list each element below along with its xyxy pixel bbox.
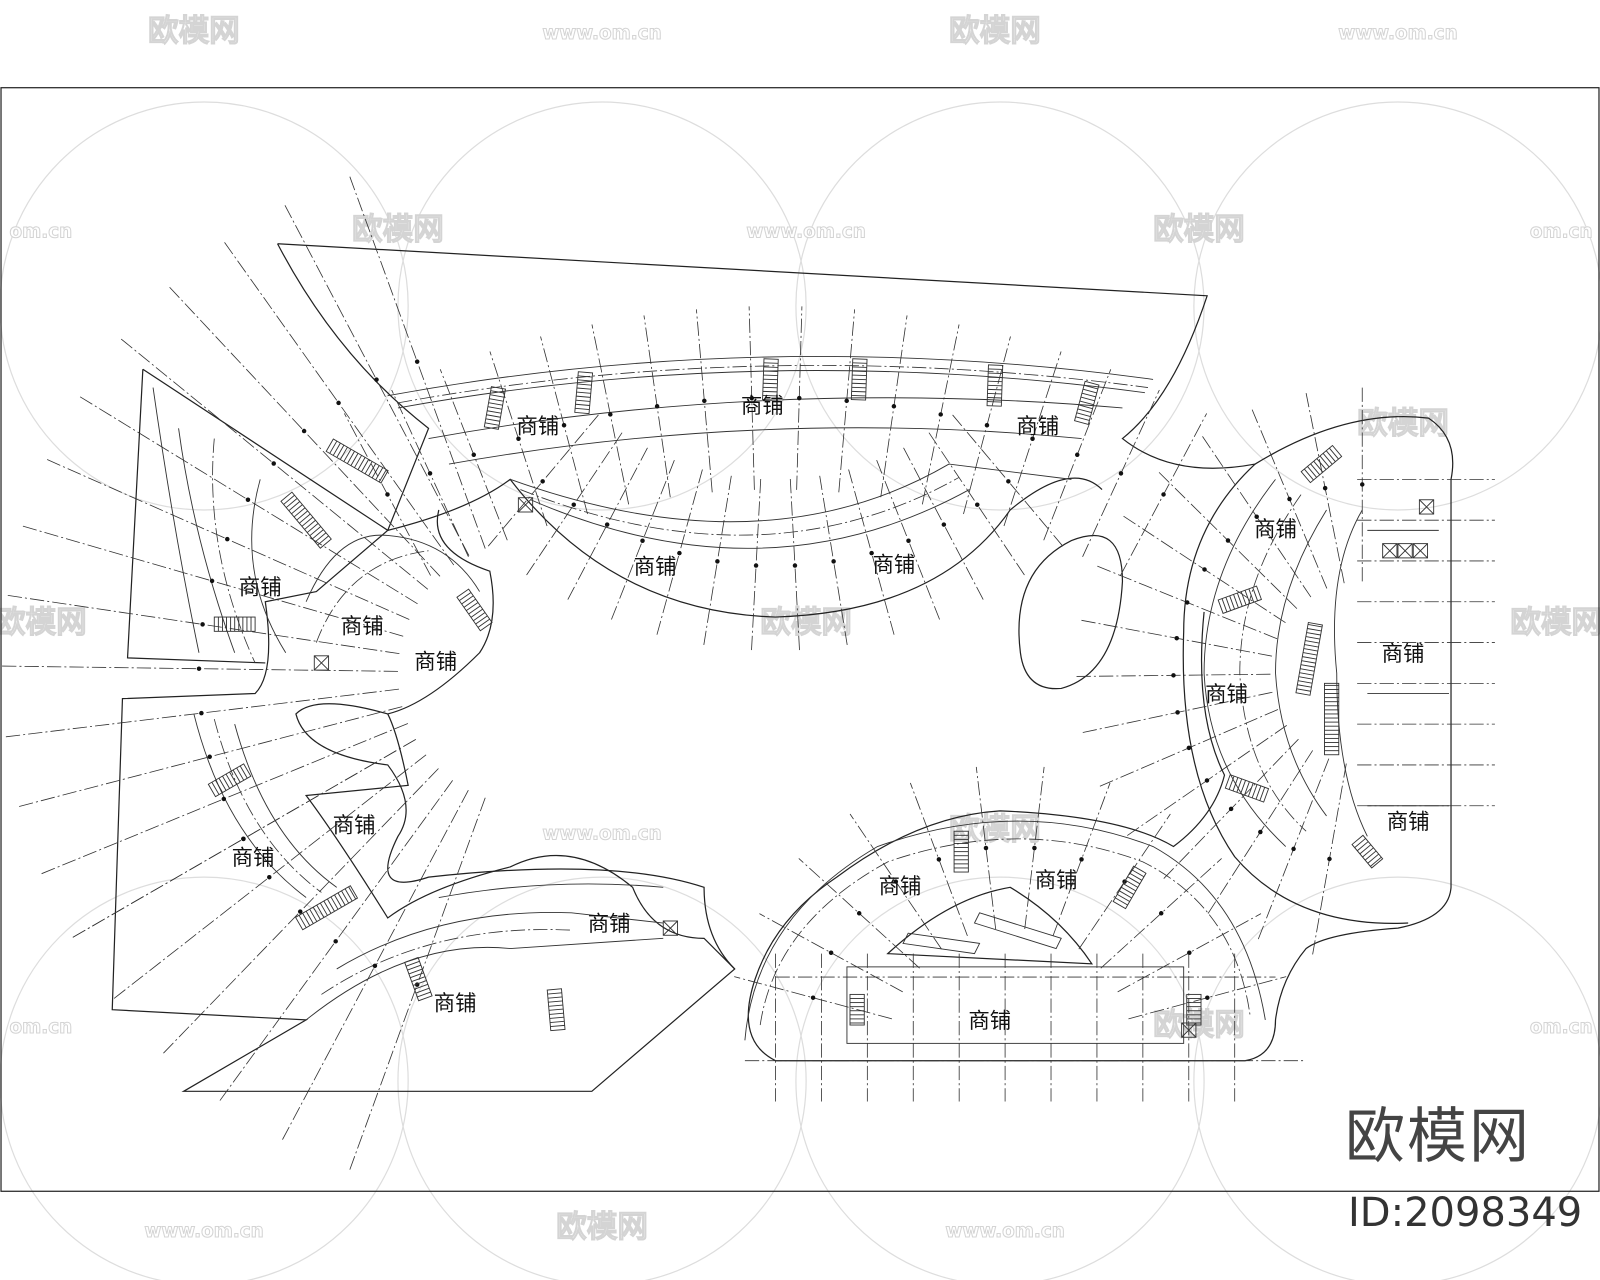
watermark-text: www.om.cn [746,222,865,243]
escalator-icon [1324,682,1340,756]
room-label-shop: 商铺 [1387,810,1430,835]
escalator-icon [404,956,433,1002]
elevator-icon [662,920,679,936]
escalator-icon [483,386,507,430]
room-label-shop: 商铺 [1035,868,1078,893]
escalator-icon [1112,865,1147,910]
escalator-icon [294,885,359,931]
room-label-shop: 商铺 [414,650,457,675]
watermark-text: 欧模网 [1153,213,1245,248]
room-label-shop: 商铺 [588,912,631,937]
escalator-icon [1217,585,1263,614]
room-label-shop: 商铺 [634,555,677,580]
watermark-arcs [0,101,1600,1280]
watermark-id: ID:2098349 [1348,1190,1583,1236]
elevator-icon [1418,499,1435,515]
escalator-icon [953,830,969,873]
room-label-shop: 商铺 [1016,414,1059,439]
escalator-icon [849,993,865,1026]
elevator-icon [1382,543,1398,559]
elevator-icon [517,497,534,513]
room-label-shop: 商铺 [434,992,477,1017]
escalator-icon [546,988,566,1032]
room-label-shop: 商铺 [341,614,384,639]
watermark-text: 欧模网 [949,14,1041,49]
escalator-icon [325,438,389,484]
bottom-wing [744,820,1276,1044]
watermark-brand: 欧模网 [1345,1102,1531,1172]
watermark-text: 欧模网 [148,14,240,49]
escalator-icon [1351,834,1384,869]
elevator-icon [1397,543,1413,559]
outer-outline [111,243,1454,1092]
watermark-text: 欧模网 [949,812,1041,847]
escalator-icon [574,371,594,415]
escalators [207,358,1435,1038]
escalator-icon [213,616,256,632]
watermark-text: www.om.cn [542,823,661,844]
room-labels: 商铺商铺商铺商铺商铺商铺商铺商铺商铺商铺商铺商铺商铺商铺商铺商铺商铺商铺商铺 [232,394,1430,1034]
escalator-icon [1224,774,1270,803]
watermark-text: om.cn [9,1017,72,1038]
watermark-text: 欧模网 [556,1210,648,1245]
room-label-shop: 商铺 [1382,642,1425,667]
escalator-icon [1186,993,1202,1026]
escalator-icon [850,358,868,401]
watermark-text: www.om.cn [1338,23,1457,44]
escalator-icon [207,763,252,798]
escalator-icon [280,491,332,549]
watermark-text: om.cn [1530,1017,1593,1038]
room-label-shop: 商铺 [232,846,275,871]
watermark-text: 欧模网 [1153,1008,1245,1043]
escalator-icon [1073,380,1100,425]
room-label-shop: 商铺 [516,414,559,439]
watermark-text: 欧模网 [352,213,444,248]
left-wing [152,387,664,1021]
watermark-text: 欧模网 [1510,605,1600,640]
room-label-shop: 商铺 [968,1009,1011,1034]
watermark-texts: 欧模网 www.om.cn 欧模网 www.om.cn 欧模网 www.om.cn 欧模网 o… [0,13,1600,1245]
room-label-shop: 商铺 [239,576,282,601]
escalator-icon [456,588,493,632]
top-wing [387,355,1154,549]
escalator-icon [1295,621,1323,696]
room-label-shop: 商铺 [1205,683,1248,708]
elevator-icon [1181,1022,1197,1038]
watermark-text: 欧模网 [1357,406,1449,441]
elevator-icon [313,655,330,671]
room-label-shop: 商铺 [333,813,376,838]
escalator-icon [762,358,779,401]
watermark-text: om.cn [1530,222,1593,243]
watermark-text: 欧模网 [760,605,852,640]
escalator-icon [986,364,1004,407]
drawing-border [0,87,1600,1192]
escalator-icon [1300,444,1343,484]
room-label-shop: 商铺 [741,394,784,419]
watermark-text: www.om.cn [144,1221,263,1242]
watermark-text: 欧模网 [0,605,87,640]
axis-grid-lines [0,174,1495,1172]
watermark-text: www.om.cn [945,1221,1064,1242]
room-label-shop: 商铺 [1254,517,1297,542]
watermark-text: www.om.cn [542,23,661,44]
room-label-shop: 商铺 [879,874,922,899]
room-label-shop: 商铺 [872,553,915,578]
watermark-text: om.cn [9,222,72,243]
elevator-icon [1412,543,1429,559]
